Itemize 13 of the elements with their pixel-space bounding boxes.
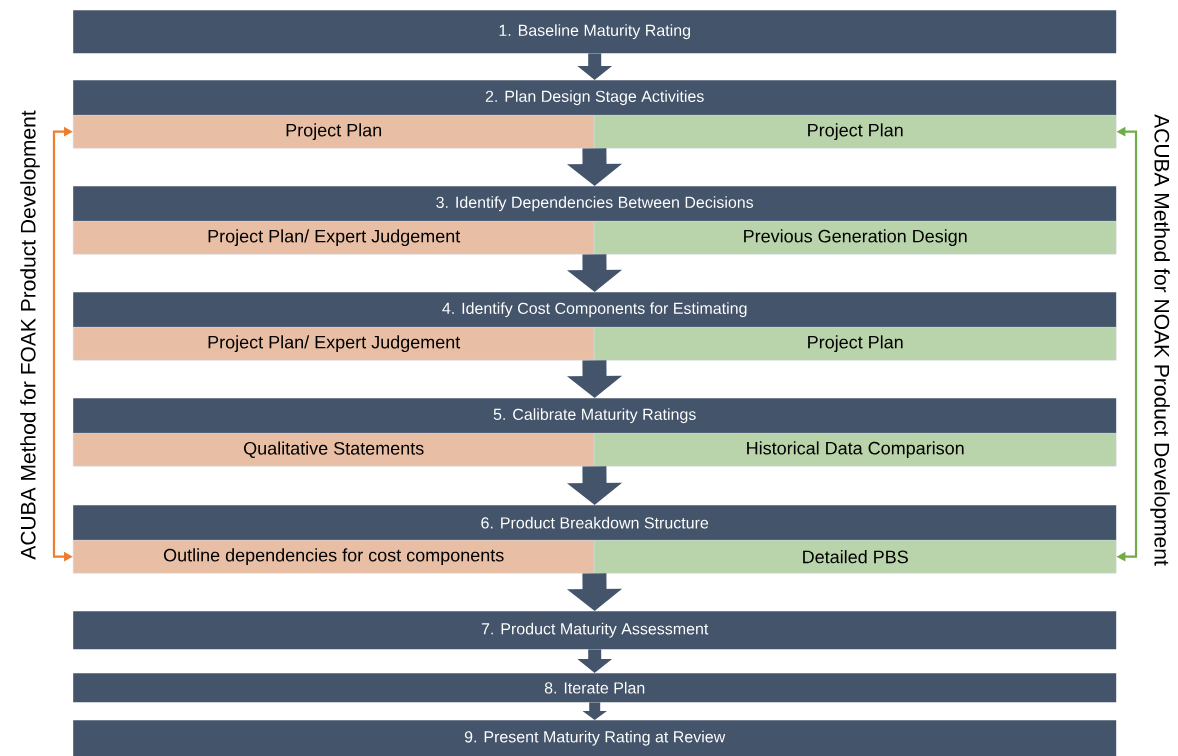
side-label: ACUBA Method for FOAK Product Development [20, 110, 40, 560]
method-cell: Project Plan/ Expert Judgement [73, 221, 595, 255]
method-cell: Qualitative Statements [73, 433, 595, 467]
method-cell: Project Plan [594, 327, 1117, 361]
method-cell: Project Plan [73, 115, 595, 149]
method-cell: Historical Data Comparison [594, 433, 1117, 467]
method-cell: Outline dependencies for cost components [73, 540, 595, 574]
method-cell: Project Plan [594, 115, 1117, 149]
stage-bar: 1. Baseline Maturity Rating [73, 10, 1117, 54]
method-cell: Previous Generation Design [594, 221, 1117, 255]
side-label: ACUBA Method for NOAK Product Development [1150, 114, 1170, 566]
method-cell: Detailed PBS [594, 540, 1117, 574]
method-cell: Project Plan/ Expert Judgement [73, 327, 595, 361]
